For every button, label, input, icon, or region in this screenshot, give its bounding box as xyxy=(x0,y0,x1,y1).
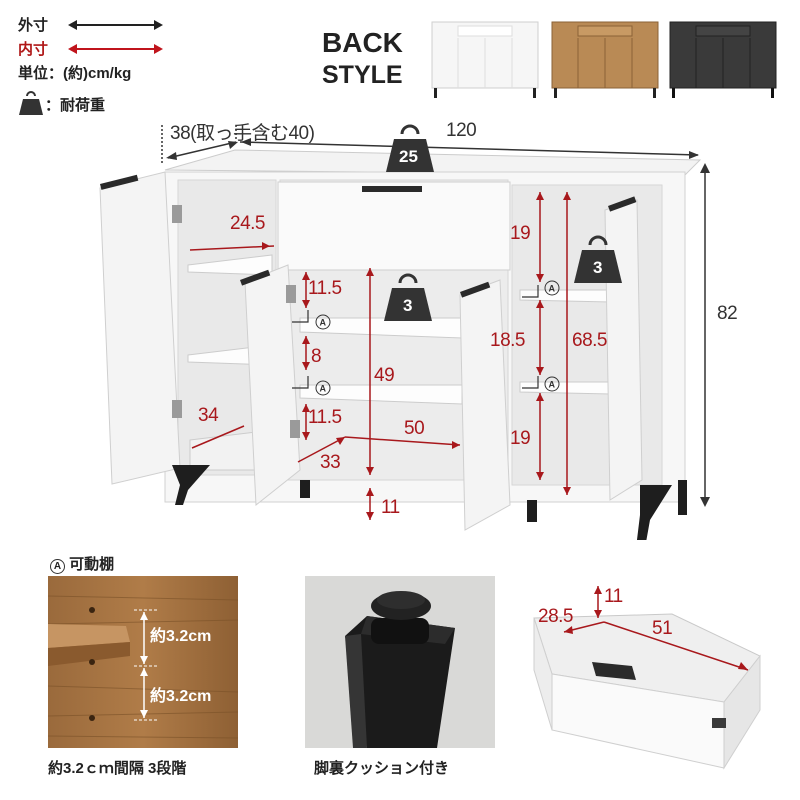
center-gap-low-label: 11.5 xyxy=(308,407,342,428)
movable-shelf-caption: 約3.2ｃｍ間隔 3段階 xyxy=(48,760,187,777)
floor-clearance-label: 11 xyxy=(381,497,400,518)
back-style-title-2: STYLE xyxy=(322,61,403,89)
foot-photo xyxy=(305,576,495,748)
wood-panel-image xyxy=(48,576,238,748)
cabinet-illustration: A A A A xyxy=(99,124,710,540)
drawer-width-label: 51 xyxy=(652,618,673,639)
foot-cushion-image xyxy=(305,576,495,748)
weight-icon xyxy=(19,91,43,115)
unit-label: 単位：(約)cm/kg xyxy=(18,65,132,82)
width-label: 120 xyxy=(446,120,477,141)
movable-shelf-photo xyxy=(48,576,238,748)
outer-arrow-icon xyxy=(68,20,163,30)
back-style-title-1: BACK xyxy=(322,27,403,58)
center-inner-width-label: 50 xyxy=(404,418,425,439)
inner-label: 内寸 xyxy=(18,41,49,58)
center-gap-top-label: 11.5 xyxy=(308,278,342,299)
svg-text:A: A xyxy=(320,318,327,328)
movable-shelf-title-text: 可動棚 xyxy=(69,556,115,573)
center-inner-height-label: 49 xyxy=(374,365,395,386)
load-label: ：耐荷重 xyxy=(45,97,106,114)
back-thumbnail-black xyxy=(669,21,777,98)
depth-label: 38(取っ手含む40) xyxy=(170,123,315,144)
drawer-height-label: 11 xyxy=(604,586,623,607)
center-inner-depth-label: 33 xyxy=(320,452,341,473)
back-thumbnail-white xyxy=(431,21,539,98)
svg-text:A: A xyxy=(549,380,556,390)
svg-text:A: A xyxy=(549,284,556,294)
left-inner-depth-label: 34 xyxy=(198,405,219,426)
weight-icon-top xyxy=(386,124,434,172)
left-shelf-depth-label: 24.5 xyxy=(230,213,265,234)
top-load-value: 25 xyxy=(399,147,418,166)
shelf-pitch-1-text: 約3.2cm xyxy=(150,628,212,645)
outer-label: 外寸 xyxy=(18,17,49,34)
center-gap-mid-label: 8 xyxy=(311,346,322,367)
back-thumbnail-wood xyxy=(551,21,659,98)
svg-text:A: A xyxy=(320,384,327,394)
right-inner-height-label: 68.5 xyxy=(572,330,607,351)
movable-shelf-title: A 可動棚 xyxy=(50,553,114,574)
legend: 外寸 内寸 単位：(約)cm/kg ：耐荷重 xyxy=(18,14,188,124)
drawer-illustration xyxy=(533,586,761,770)
shelf-pitch-1: 約3.2cm xyxy=(150,622,211,646)
foot-caption: 脚裏クッション付き xyxy=(314,760,450,777)
inner-arrow-icon xyxy=(68,44,163,54)
center-load-value: 3 xyxy=(403,296,413,315)
shelf-pitch-2: 約3.2cm xyxy=(150,682,211,706)
movable-shelf-marker-icon: A xyxy=(50,559,65,574)
right-load-value: 3 xyxy=(593,258,603,277)
height-label: 82 xyxy=(717,303,738,324)
shelf-pitch-2-text: 約3.2cm xyxy=(150,688,212,705)
drawer-depth-label: 28.5 xyxy=(538,606,573,627)
right-lower-label: 19 xyxy=(510,428,531,449)
right-mid-label: 18.5 xyxy=(490,330,525,351)
right-upper-label: 19 xyxy=(510,223,531,244)
